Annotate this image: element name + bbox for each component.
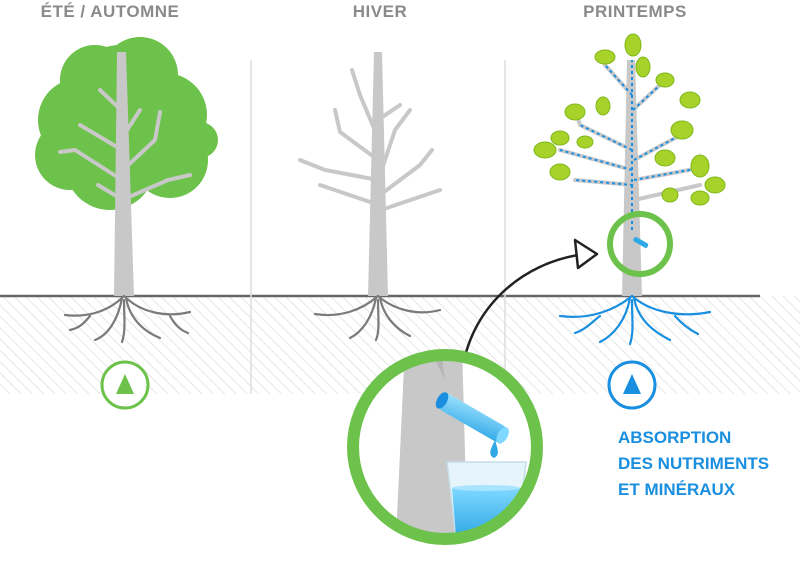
summer-trunk — [114, 52, 134, 296]
season-label-summer-autumn: ÉTÉ / AUTOMNE — [40, 2, 180, 21]
caption-line-1: ABSORPTION — [618, 428, 732, 447]
absorption-caption: ABSORPTION DES NUTRIMENTS ET MINÉRAUX — [618, 425, 769, 503]
tap-highlight-circle — [607, 211, 673, 277]
spring-trunk — [622, 60, 642, 296]
season-label-spring: PRINTEMPS — [583, 2, 687, 21]
curved-arrow-icon — [460, 238, 599, 373]
zoom-ring — [347, 349, 543, 545]
zoom-detail — [347, 349, 543, 545]
spring-roots — [558, 294, 712, 346]
spring-triangle-up-icon — [623, 374, 641, 394]
small-spout — [633, 237, 649, 248]
season-label-winter: HIVER — [352, 2, 408, 21]
water-drop-icon — [490, 440, 498, 458]
winter-branches — [298, 68, 442, 212]
summer-branches — [58, 88, 192, 202]
winter-tree — [298, 52, 442, 342]
summer-tree — [35, 37, 218, 410]
summer-roots — [63, 294, 192, 344]
summer-triangle-up-icon — [116, 374, 134, 394]
spring-tree — [533, 33, 726, 410]
sap-flow — [559, 60, 701, 230]
caption-line-2: DES NUTRIMENTS — [618, 454, 770, 473]
winter-roots — [313, 294, 442, 342]
spring-leaves — [533, 33, 726, 206]
winter-trunk — [368, 52, 388, 296]
zoom-spout — [435, 392, 509, 444]
caption-line-3: ET MINÉRAUX — [618, 480, 736, 499]
